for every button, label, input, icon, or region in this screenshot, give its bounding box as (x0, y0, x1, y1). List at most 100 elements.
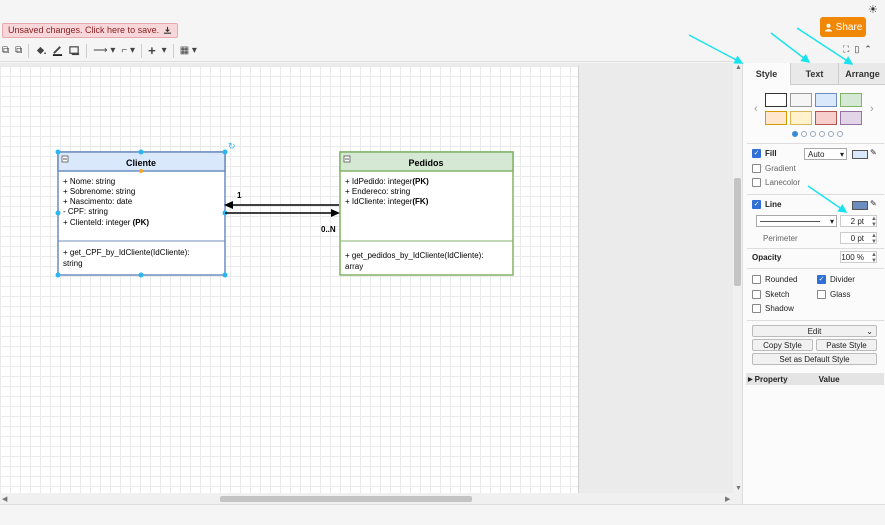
insert-icon[interactable]: + (148, 43, 156, 58)
rotate-icon[interactable]: ↻ (228, 142, 236, 152)
glass-checkbox-row[interactable]: Glass (817, 290, 850, 299)
edit-style-button[interactable]: Edit ⌄ (752, 325, 877, 337)
property-column-header: Property (754, 374, 788, 384)
line-width-input[interactable]: 2 pt (840, 215, 877, 227)
line-pattern-select[interactable]: ▾ (756, 215, 837, 227)
pager-dot[interactable] (837, 131, 843, 137)
perimeter-input[interactable]: 0 pt (840, 232, 877, 244)
style-swatch[interactable] (815, 111, 837, 125)
pedidos-class[interactable]: Pedidos + IdPedido: integer(PK) + Endere… (339, 151, 514, 276)
fill-label: Fill (765, 149, 777, 158)
horizontal-scrollbar-thumb[interactable] (220, 496, 472, 502)
chevron-right-icon[interactable]: › (870, 103, 874, 115)
shadow-icon[interactable] (69, 45, 80, 56)
theme-toggle-icon[interactable]: ☀ (868, 4, 878, 16)
copy-style-button[interactable]: Copy Style (752, 339, 813, 351)
relationship-connector[interactable] (224, 201, 340, 217)
pager-dot[interactable] (810, 131, 816, 137)
lanecolor-checkbox-row[interactable]: Lanecolor (752, 178, 800, 187)
section-divider (747, 143, 884, 144)
sketch-checkbox-row[interactable]: Sketch (752, 290, 789, 299)
fill-checkbox[interactable]: ✓ (752, 149, 761, 158)
divider-checkbox-row[interactable]: ✓ Divider (817, 275, 855, 284)
table-icon[interactable]: ▦ ▾ (179, 45, 197, 56)
opacity-input[interactable]: 100 % (840, 251, 877, 263)
style-swatch[interactable] (815, 93, 837, 107)
expand-icon[interactable]: ▶ (748, 376, 753, 383)
vertical-scrollbar-thumb[interactable] (734, 178, 741, 286)
scroll-up-icon[interactable]: ▲ (735, 64, 742, 71)
style-swatch[interactable] (840, 93, 862, 107)
share-button[interactable]: Share (820, 17, 866, 37)
fill-color-swatch[interactable] (852, 150, 868, 159)
line-width-stepper[interactable]: ▲▼ (871, 216, 877, 228)
sketch-checkbox[interactable] (752, 290, 761, 299)
style-swatch[interactable] (840, 111, 862, 125)
rounded-label: Rounded (765, 275, 798, 284)
view-controls: ⛶ ▯ ⌃ (843, 44, 872, 55)
set-default-style-button[interactable]: Set as Default Style (752, 353, 877, 365)
rounded-checkbox-row[interactable]: Rounded (752, 275, 797, 284)
divider-checkbox[interactable]: ✓ (817, 275, 826, 284)
line-color-icon[interactable] (52, 45, 63, 56)
fill-mode-select[interactable]: Auto▾ (804, 148, 847, 160)
label-handle[interactable] (139, 169, 143, 173)
diagram-page[interactable] (0, 66, 579, 493)
eyedropper-icon[interactable]: ✎ (870, 148, 877, 157)
style-swatch[interactable] (765, 111, 787, 125)
gradient-checkbox[interactable] (752, 164, 761, 173)
scroll-right-icon[interactable]: ▶ (725, 496, 731, 503)
waypoints-icon[interactable]: ⌐ ▾ (121, 45, 136, 56)
fill-checkbox-row[interactable]: ✓ Fill (752, 149, 777, 158)
chevron-down-icon[interactable]: ▾ (161, 45, 167, 56)
tab-text[interactable]: Text (790, 63, 838, 85)
eyedropper-icon[interactable]: ✎ (870, 199, 877, 208)
scroll-down-icon[interactable]: ▼ (735, 485, 742, 492)
style-swatch[interactable] (765, 93, 787, 107)
line-checkbox-row[interactable]: ✓ Line (752, 200, 781, 209)
to-front-icon[interactable]: ⧉ (2, 45, 10, 56)
paste-style-button[interactable]: Paste Style (816, 339, 877, 351)
fullscreen-icon[interactable]: ⛶ (843, 44, 850, 54)
glass-checkbox[interactable] (817, 290, 826, 299)
shadow-checkbox-row[interactable]: Shadow (752, 304, 794, 313)
lanecolor-checkbox[interactable] (752, 178, 761, 187)
style-swatch[interactable] (790, 93, 812, 107)
pager-dot[interactable] (801, 131, 807, 137)
chevron-left-icon[interactable]: ‹ (754, 103, 758, 115)
line-label: Line (765, 200, 782, 209)
unsaved-changes-button[interactable]: Unsaved changes. Click here to save. (2, 23, 179, 38)
toolbar-divider (172, 43, 174, 58)
pager-dot[interactable] (828, 131, 834, 137)
pedidos-method: + get_pedidos_by_IdCliente(IdCliente): (345, 251, 484, 260)
perimeter-stepper[interactable]: ▲▼ (871, 233, 877, 245)
fill-color-icon[interactable] (35, 45, 47, 56)
to-back-icon[interactable]: ⧉ (15, 45, 23, 56)
cliente-class[interactable]: Cliente + Nome: string + Sobrenome: stri… (55, 142, 236, 278)
gradient-checkbox-row[interactable]: Gradient (752, 164, 796, 173)
line-checkbox[interactable]: ✓ (752, 200, 761, 209)
line-color-swatch[interactable] (852, 201, 868, 210)
rounded-checkbox[interactable] (752, 275, 761, 284)
cliente-method: + get_CPF_by_IdCliente(IdCliente): (63, 248, 190, 257)
tab-arrange[interactable]: Arrange (838, 63, 885, 85)
shadow-checkbox[interactable] (752, 304, 761, 313)
pager-dot[interactable] (819, 131, 825, 137)
scroll-left-icon[interactable]: ◀ (2, 496, 8, 503)
opacity-stepper[interactable]: ▲▼ (871, 252, 877, 264)
tab-style[interactable]: Style (743, 63, 790, 85)
pager-dot[interactable] (792, 131, 798, 137)
cliente-method-return: string (63, 259, 83, 268)
perimeter-label: Perimeter (763, 234, 798, 243)
format-panel-icon[interactable]: ▯ (854, 44, 860, 54)
toolbar-divider (28, 43, 30, 58)
multiplicity-one-label: 1 (237, 191, 242, 200)
selection-handles[interactable] (55, 149, 228, 278)
cliente-field: + Nome: string (63, 177, 115, 186)
style-swatch[interactable] (790, 111, 812, 125)
collapse-icon[interactable]: ⌃ (864, 44, 872, 54)
sketch-label: Sketch (765, 290, 790, 299)
diagram-canvas[interactable]: Cliente + Nome: string + Sobrenome: stri… (0, 63, 733, 493)
property-table-header[interactable]: ▶ Property Value (746, 373, 884, 385)
connection-icon[interactable]: ⟶ ▾ (93, 45, 116, 56)
